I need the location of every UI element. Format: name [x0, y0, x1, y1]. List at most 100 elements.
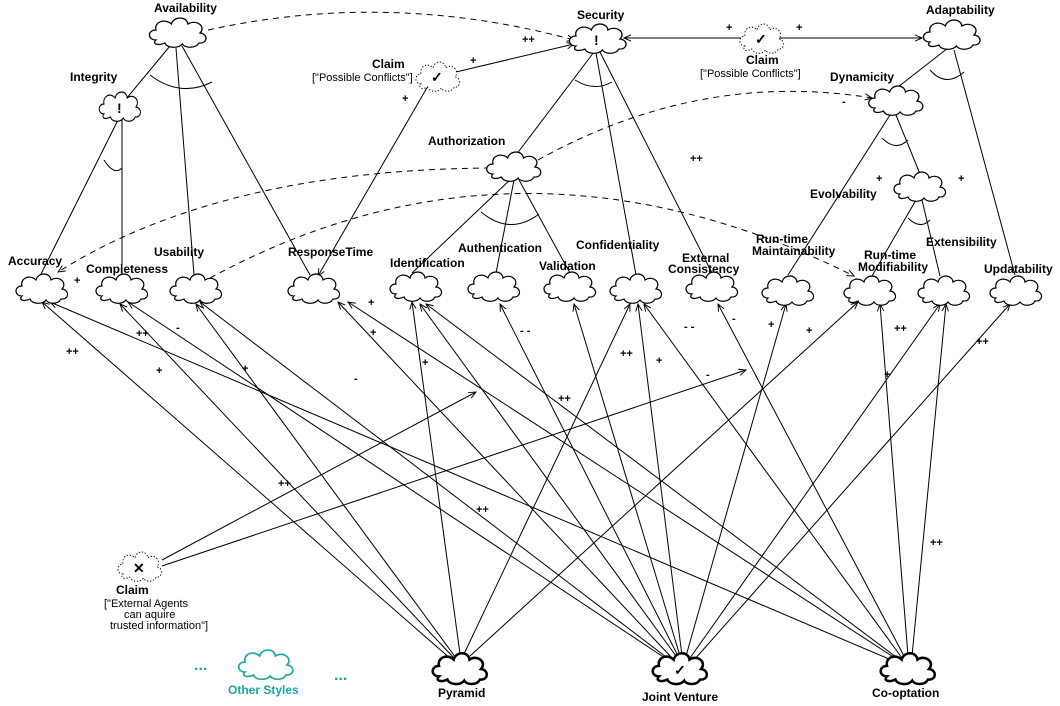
label-authentication: Authentication	[458, 241, 542, 255]
corr-usability-runtime-modifiability	[209, 193, 854, 279]
softgoal-completeness[interactable]	[95, 273, 149, 304]
edge-availability-responsetime	[181, 45, 311, 276]
label-security: Security	[577, 8, 625, 22]
softgoal-external-consistency[interactable]	[685, 271, 739, 302]
contrib-evolvability-right: +	[958, 173, 964, 185]
contrib-authorization-dynamicity: -	[842, 96, 846, 108]
contrib-claim-left-security: +	[470, 55, 476, 67]
edge-security-confidentiality	[595, 52, 637, 276]
softgoal-extensibility[interactable]	[917, 275, 971, 306]
edge-authorization-identification	[411, 177, 513, 274]
edge-security-authorization	[515, 51, 595, 156]
contrib-usability-in-2: +	[242, 363, 248, 375]
softgoal-evolvability[interactable]	[893, 171, 947, 202]
edge-claim-left-responsetime	[318, 85, 429, 276]
edge-coopt-external-consistency	[718, 304, 905, 657]
softgoal-runtime-maintainability[interactable]	[761, 275, 815, 306]
contrib-authentication-in: - -	[520, 325, 531, 337]
edge-dynamicity-runtime-maintainability	[787, 114, 891, 276]
edge-availability-usability	[175, 47, 195, 276]
contrib-claim-agents-1: ++	[278, 478, 291, 490]
softgoal-authentication[interactable]	[467, 271, 521, 302]
corr-availability-security	[207, 11, 574, 40]
style-pyramid[interactable]	[431, 652, 489, 686]
decomposition-edges	[39, 45, 1016, 277]
softgoal-availability[interactable]	[148, 17, 207, 48]
contrib-validation-in-2: ++	[558, 393, 571, 405]
edge-pyramid-completeness	[120, 304, 455, 659]
priority-mark-integrity: !	[117, 100, 122, 116]
contrib-runtime-modifiability-in-2: +	[884, 369, 890, 381]
label-runtime-maintainability-2: Maintainability	[752, 244, 836, 258]
softgoal-authorization[interactable]	[486, 151, 542, 182]
corr-authorization-dynamicity	[537, 90, 872, 161]
claim-agents-title: Claim	[116, 583, 149, 597]
edge-jv-responsetime	[338, 302, 673, 659]
claim-agents-line2: can aquire	[124, 609, 175, 621]
claim-left-text: ["Possible Conflicts"]	[312, 72, 413, 84]
label-dynamicity: Dynamicity	[830, 70, 894, 84]
contrib-runtime-modifiability-in: ++	[894, 323, 907, 335]
corr-authorization-accuracy	[58, 167, 491, 272]
contrib-claim-left-responsetime: +	[402, 93, 408, 105]
style-other[interactable]	[237, 649, 294, 681]
softgoal-dynamicity[interactable]	[868, 85, 924, 116]
contrib-accuracy-dashed: +	[74, 275, 80, 287]
softgoal-nodes: ! !	[15, 17, 1043, 306]
softgoal-usability[interactable]	[169, 273, 223, 304]
contrib-external-consistency-in-3: -	[706, 369, 710, 381]
label-adaptability: Adaptability	[926, 3, 995, 17]
edge-claim-agents-identification	[161, 392, 476, 561]
edge-evolvability-extensibility	[921, 199, 941, 277]
claim-nodes: ✓ ✓ ✕	[117, 23, 785, 582]
label-responsetime: ResponseTime	[288, 245, 373, 259]
node-labels: Availability Security Adaptability Integ…	[8, 1, 1053, 276]
contribution-labels: ++ + + + + - ++ + + + ++ ++ + - + + + - …	[66, 22, 989, 549]
label-runtime-maintainability-1: Run-time	[756, 232, 808, 246]
label-runtime-modifiability-2: Modifiability	[858, 260, 928, 274]
claim-right-title: Claim	[746, 53, 779, 67]
label-validation: Validation	[539, 259, 596, 273]
style-cooptation[interactable]	[879, 652, 937, 686]
label-completeness: Completeness	[86, 262, 168, 276]
and-arc-integrity	[103, 159, 123, 172]
label-cooptation: Co-optation	[872, 686, 939, 700]
softgoal-responsetime[interactable]	[287, 273, 341, 304]
style-nodes: ✓	[237, 649, 937, 686]
contrib-claim-agents-2: ++	[476, 504, 489, 516]
edge-jv-updatability	[693, 304, 1010, 661]
edge-security-external-consistency	[599, 51, 713, 274]
label-updatability: Updatability	[984, 262, 1053, 276]
softgoal-identification[interactable]	[389, 271, 443, 302]
label-external-consistency-2: Consistency	[668, 262, 740, 276]
label-joint-venture: Joint Venture	[642, 690, 718, 704]
label-usability: Usability	[154, 245, 204, 259]
softgoal-runtime-modifiability[interactable]	[843, 275, 897, 306]
label-external-consistency-1: External	[682, 251, 729, 265]
edge-adaptability-updatability	[953, 49, 1016, 276]
edge-claim-agents-external-consistency	[161, 370, 746, 567]
contrib-usability-in: -	[176, 322, 180, 334]
contrib-responsetime-in-2: +	[370, 327, 376, 339]
and-arc-availability	[149, 74, 213, 90]
ellipsis-left: ...	[194, 657, 207, 674]
softgoal-accuracy[interactable]	[15, 273, 69, 304]
contrib-claim-right-out: +	[796, 22, 802, 34]
contrib-updatability-in: ++	[976, 336, 989, 348]
contrib-runtime-maintainability-in-2: +	[806, 325, 812, 337]
edge-pyramid-runtime-modifiability	[469, 302, 858, 657]
style-contribution-edges	[42, 302, 1010, 663]
edge-jv-validation	[574, 304, 681, 657]
claim-agents-line1: ["External Agents	[104, 598, 189, 610]
contrib-runtime-maintainability-in: +	[768, 319, 774, 331]
softgoal-validation[interactable]	[543, 271, 597, 302]
edge-dynamicity-evolvability	[895, 114, 921, 175]
softgoal-confidentiality[interactable]	[609, 273, 663, 304]
softgoal-adaptability[interactable]	[922, 19, 981, 50]
label-runtime-modifiability-1: Run-time	[864, 248, 916, 262]
claim-right-text: ["Possible Conflicts"]	[700, 68, 801, 80]
label-accuracy: Accuracy	[8, 254, 62, 268]
edge-coopt-extensibility	[911, 304, 946, 657]
correlation-links	[58, 11, 872, 279]
softgoal-updatability[interactable]	[989, 275, 1043, 306]
